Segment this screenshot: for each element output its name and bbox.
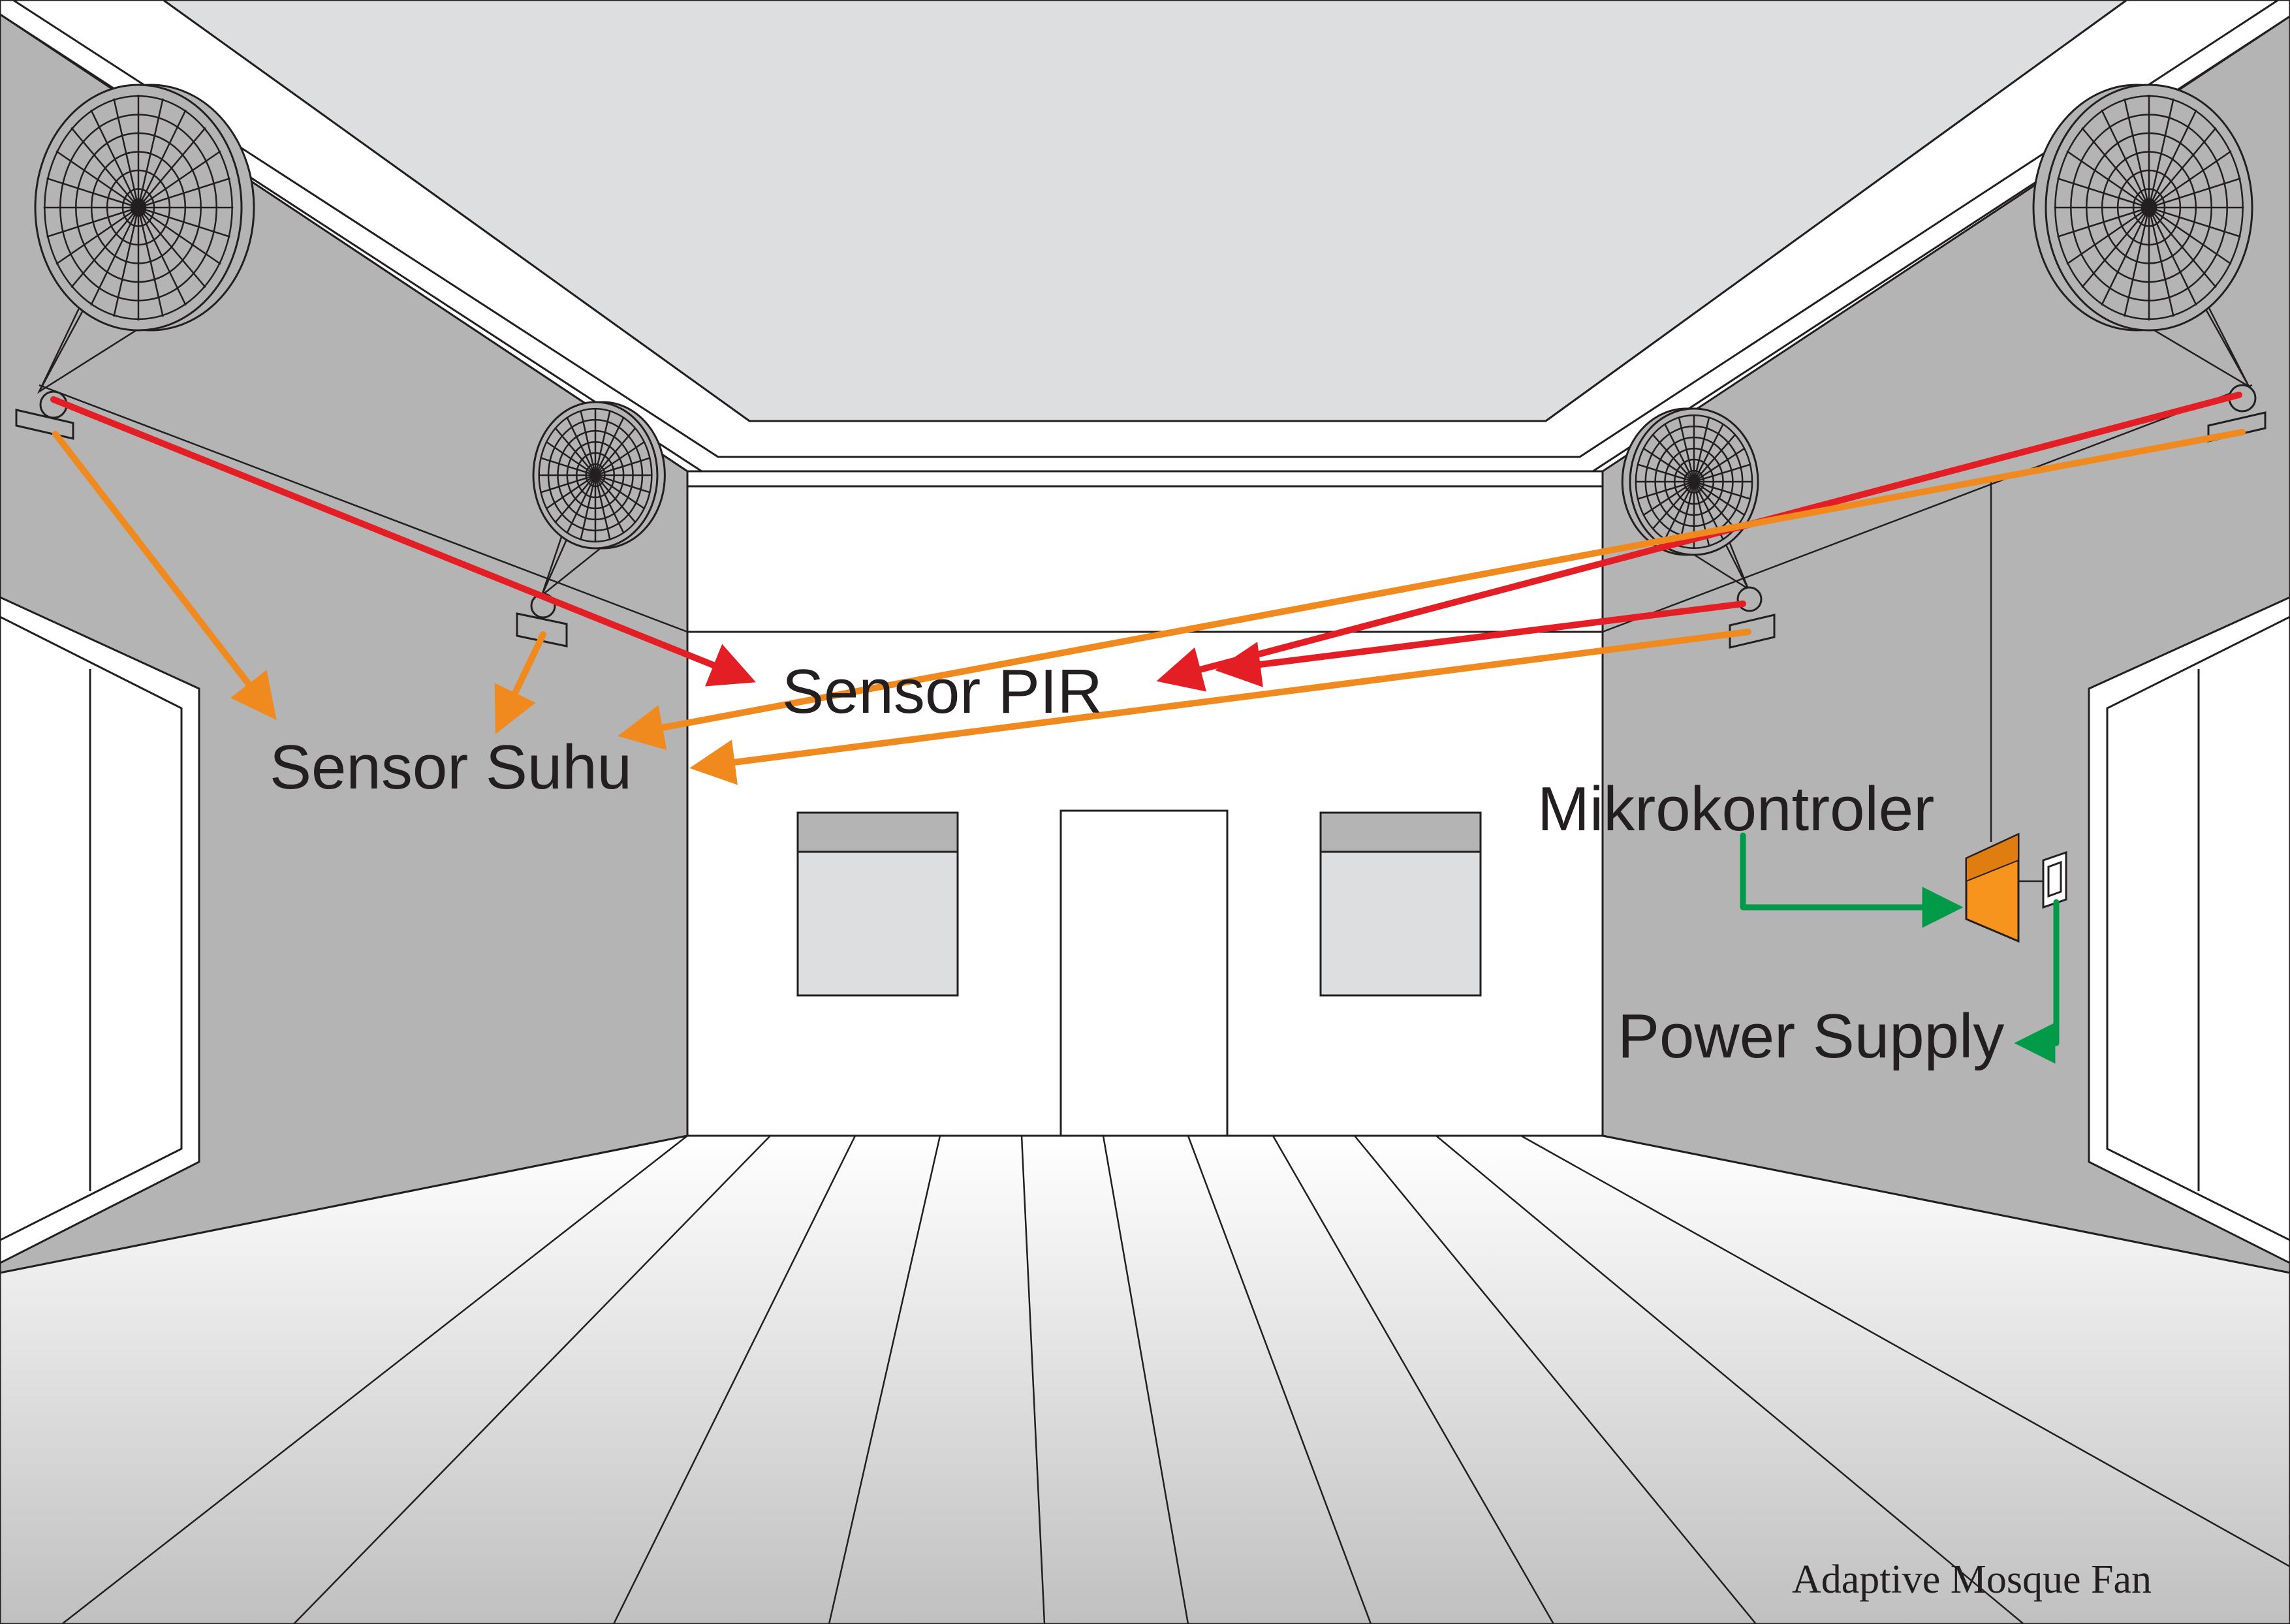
arrow-to-power-supply xyxy=(2014,899,2060,1064)
fan-left-top xyxy=(34,84,255,394)
label-sensor-suhu: Sensor Suhu xyxy=(270,732,632,802)
control-arrows xyxy=(1740,832,2060,1064)
power-outlet xyxy=(2042,851,2067,909)
suhu-arrow-right-mid xyxy=(689,629,1751,785)
caption: Adaptive Mosque Fan xyxy=(1792,1557,2152,1602)
label-sensor-pir: Sensor PIR xyxy=(782,657,1103,726)
pir-arrows xyxy=(50,392,2242,692)
label-mikrokontroler: Mikrokontroler xyxy=(1537,774,1934,844)
suhu-arrow-right-top xyxy=(618,429,2246,751)
arrow-to-mikrokontroler xyxy=(1740,832,1964,928)
floor-boards xyxy=(61,1134,2290,1624)
fans xyxy=(34,84,2253,598)
wiring xyxy=(39,384,2253,882)
fan-right-top xyxy=(2032,84,2253,389)
suhu-arrow-left-mid xyxy=(494,631,546,734)
back-door xyxy=(1059,809,1229,1137)
pir-arrow-right-top xyxy=(1156,392,2242,692)
label-power-supply: Power Supply xyxy=(1618,1001,2004,1071)
suhu-arrow-left-top xyxy=(52,431,277,721)
fan-left-mid xyxy=(532,401,666,598)
mikrokontroler-device xyxy=(1965,832,2020,943)
sensor-left-mid xyxy=(516,593,568,648)
pir-arrow-right-mid xyxy=(1215,601,1746,687)
pir-arrow-left xyxy=(50,396,756,687)
suhu-arrows xyxy=(52,429,2246,785)
openings xyxy=(0,596,2290,1264)
sensor-left-top xyxy=(15,390,74,440)
